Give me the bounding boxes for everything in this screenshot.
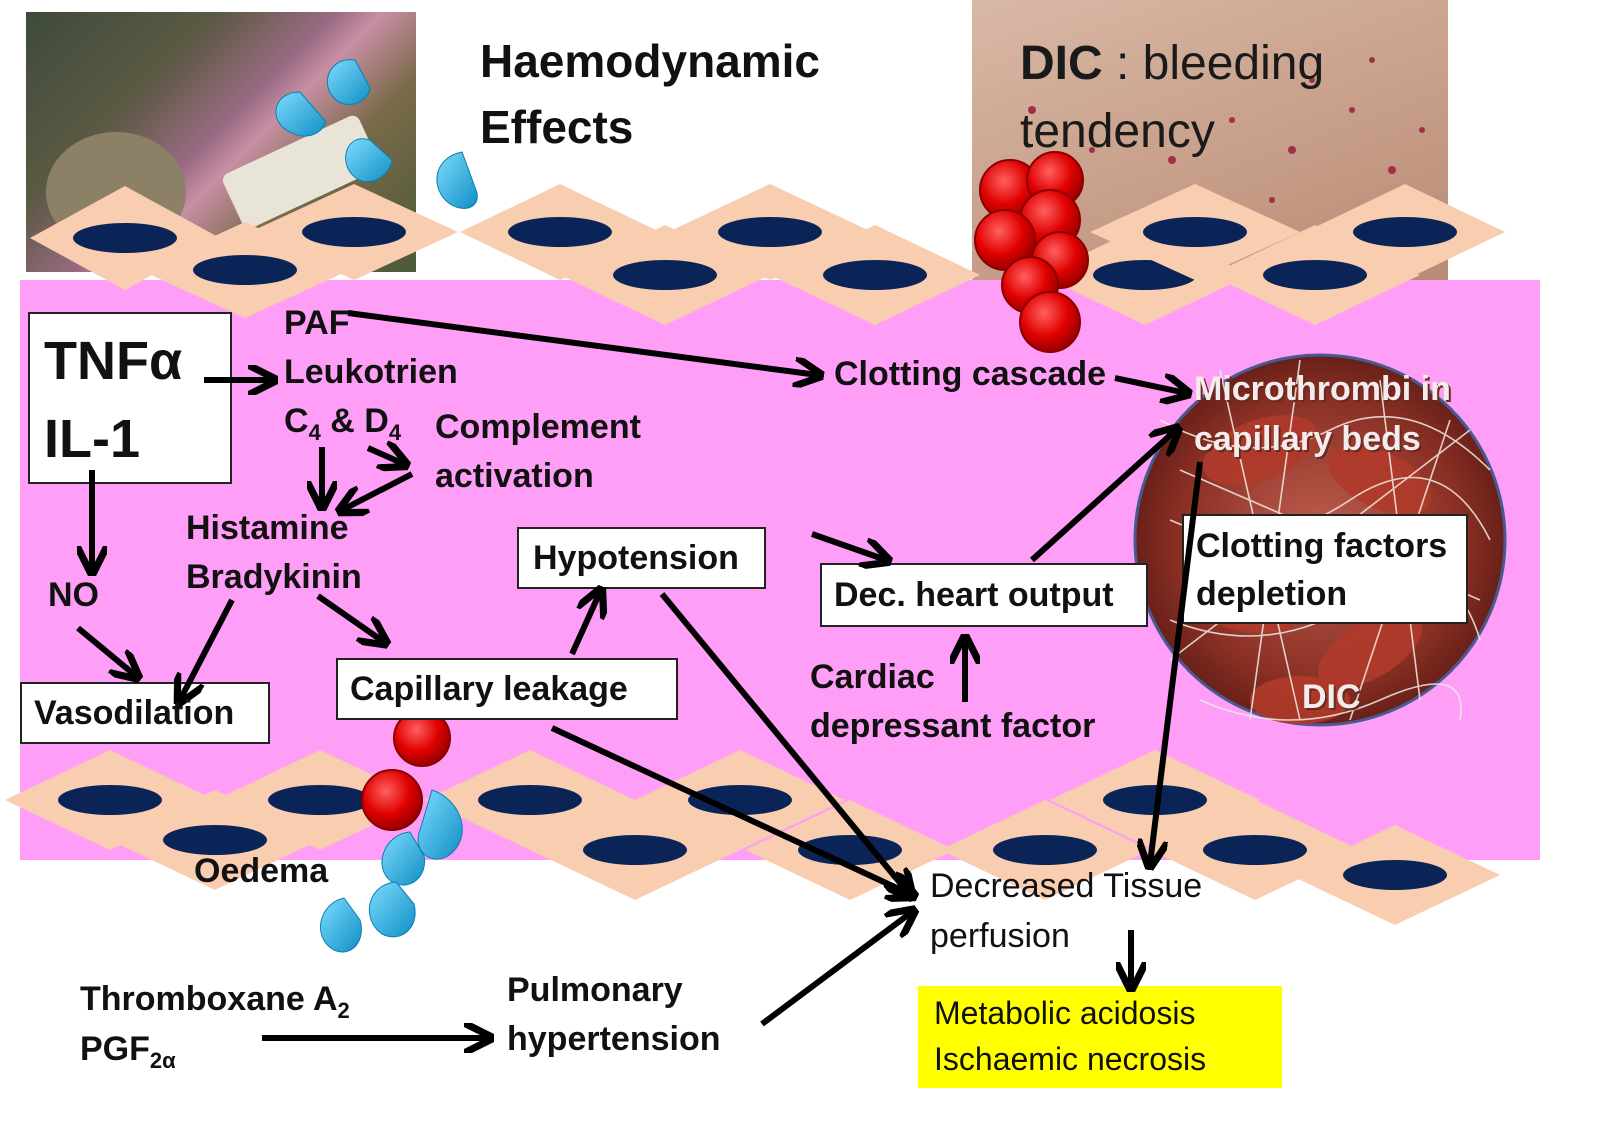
tissue-perfusion-line1: Decreased Tissue [930,867,1203,905]
complement-line2: activation [435,457,594,495]
clotting-factors-box [1182,514,1468,624]
il1-label: IL-1 [44,409,141,469]
capillary-leakage-label: Capillary leakage [350,670,628,708]
fluid-droplets-bottom [320,789,463,953]
rbc-leak-bottom [361,709,451,831]
pulmonary-line2: hypertension [507,1020,721,1058]
fluid-droplets-top [275,59,478,209]
hypotension-label: Hypotension [533,539,739,577]
thromboxane-label: Thromboxane A2 [80,980,350,1023]
complement-line1: Complement [435,408,641,446]
outcome-line1: Metabolic acidosis [934,995,1196,1031]
hypotension-box [517,527,766,589]
pgf-label: PGF2α [80,1030,176,1073]
rbc-cluster-top [974,151,1089,353]
no-label: NO [48,576,99,614]
title-line1: Haemodynamic [480,35,821,87]
outcome-line2: Ischaemic necrosis [934,1041,1207,1077]
c4-d4-label: C4 & D4 [284,402,402,445]
dic-photo-title-line2: tendency [1020,105,1215,158]
clotting-cascade-label: Clotting cascade [834,355,1107,393]
capillary-leakage-box [336,658,678,720]
paf-label: PAF [284,304,350,342]
bradykinin-label: Bradykinin [186,558,362,596]
top-endothelial-cells [30,184,1505,325]
cardiac-line2: depressant factor [810,707,1096,745]
oedema-label: Oedema [194,852,329,890]
outcome-highlight-box [918,986,1282,1088]
histamine-label: Histamine [186,509,349,547]
leukotrien-label: Leukotrien [284,353,458,391]
title-line2: Effects [480,101,634,153]
dic-label: DIC [1302,678,1361,716]
dec-heart-output-box [820,563,1148,627]
tnf-il1-box [28,312,232,484]
dic-photo-title-rest: : bleeding [1102,37,1325,90]
dic-photo-title-bold: DIC [1020,37,1103,90]
microthrombi-line1: Microthrombi in [1194,370,1451,408]
vasodilation-box [20,682,270,744]
dec-heart-output-label: Dec. heart output [834,576,1114,614]
clotting-factors-line1: Clotting factors [1196,527,1448,565]
clotting-factors-line2: depletion [1196,575,1348,613]
pulmonary-line1: Pulmonary [507,971,683,1009]
microthrombi-line2: capillary beds [1194,420,1421,458]
tissue-perfusion-line2: perfusion [930,917,1070,955]
vasodilation-label: Vasodilation [34,694,235,732]
tnf-label: TNFα [44,331,183,391]
cardiac-line1: Cardiac [810,658,935,696]
